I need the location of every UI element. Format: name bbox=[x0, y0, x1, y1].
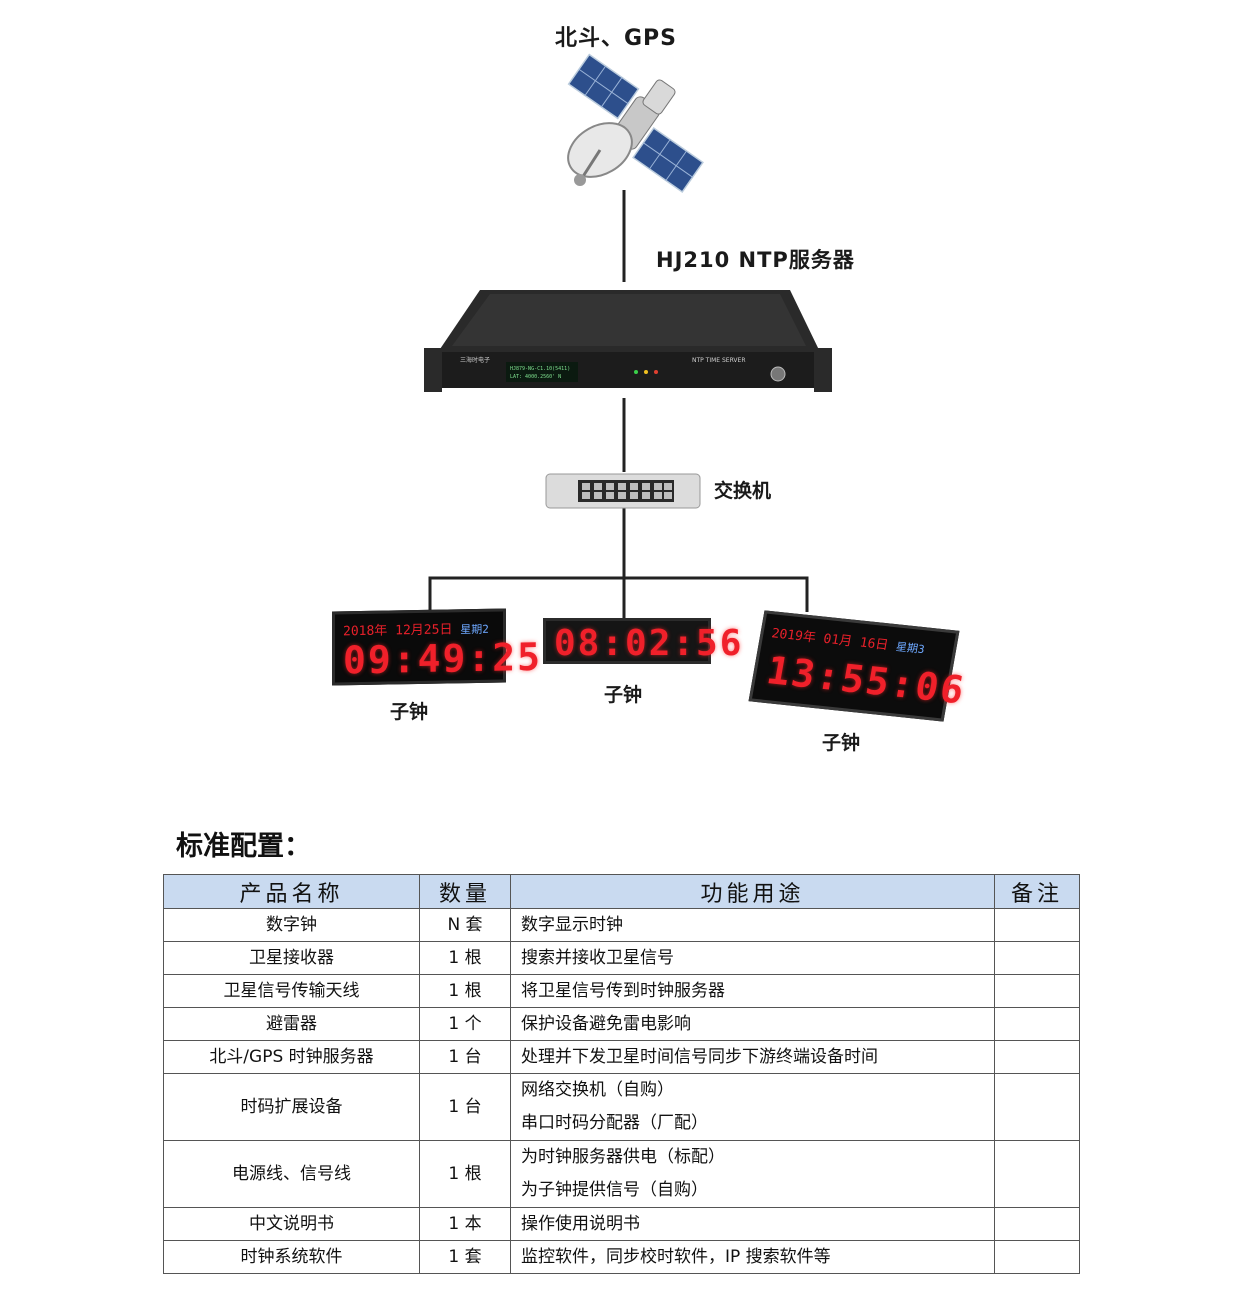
clock-2: 08:02:56 bbox=[543, 618, 741, 664]
cell-note bbox=[994, 974, 1080, 1008]
clock-1-time: 09:49:25 bbox=[343, 634, 543, 683]
cell-name: 中文说明书 bbox=[163, 1207, 420, 1241]
func-line: 搜索并接收卫星信号 bbox=[521, 948, 674, 968]
func-line: 为时钟服务器供电（标配） bbox=[521, 1147, 725, 1167]
func-line: 数字显示时钟 bbox=[521, 915, 623, 935]
svg-text:HJ879-NG-C1.10(5411): HJ879-NG-C1.10(5411) bbox=[510, 366, 570, 372]
cell-note bbox=[994, 1140, 1080, 1208]
cell-func: 操作使用说明书 bbox=[510, 1207, 995, 1241]
switch-icon bbox=[545, 473, 701, 509]
cell-qty: 1 根 bbox=[419, 1140, 511, 1208]
func-line: 串口时码分配器（厂配） bbox=[521, 1113, 708, 1133]
cell-qty: 1 套 bbox=[419, 1240, 511, 1274]
cell-func: 网络交换机（自购） 串口时码分配器（厂配） bbox=[510, 1073, 995, 1141]
cell-func: 将卫星信号传到时钟服务器 bbox=[510, 974, 995, 1008]
cell-name: 北斗/GPS 时钟服务器 bbox=[163, 1040, 420, 1074]
clock-1-weekday: 星期2 bbox=[460, 622, 489, 637]
func-line: 为子钟提供信号（自购） bbox=[521, 1180, 708, 1200]
func-line: 监控软件，同步校时软件，IP 搜索软件等 bbox=[521, 1247, 831, 1267]
cell-note bbox=[994, 1007, 1080, 1041]
svg-text:LAT: 4000.2560' N: LAT: 4000.2560' N bbox=[510, 374, 561, 380]
server-label: HJ210 NTP服务器 bbox=[656, 248, 855, 272]
cell-name: 时钟系统软件 bbox=[163, 1240, 420, 1274]
header-func: 功能用途 bbox=[510, 874, 995, 909]
cell-func: 搜索并接收卫星信号 bbox=[510, 941, 995, 975]
func-line: 保护设备避免雷电影响 bbox=[521, 1014, 691, 1034]
cell-name: 卫星接收器 bbox=[163, 941, 420, 975]
clock-3-weekday: 星期3 bbox=[894, 640, 926, 657]
cell-name: 数字钟 bbox=[163, 908, 420, 942]
cell-note bbox=[994, 1040, 1080, 1074]
func-line: 处理并下发卫星时间信号同步下游终端设备时间 bbox=[521, 1047, 878, 1067]
switch-label: 交换机 bbox=[714, 480, 772, 502]
satellite-label: 北斗、GPS bbox=[555, 26, 678, 51]
cell-qty: 1 个 bbox=[419, 1007, 511, 1041]
cell-qty: 1 根 bbox=[419, 974, 511, 1008]
cell-func: 数字显示时钟 bbox=[510, 908, 995, 942]
ntp-server-icon: HJ879-NG-C1.10(5411) LAT: 4000.2560' N 三… bbox=[424, 290, 832, 392]
cell-name: 卫星信号传输天线 bbox=[163, 974, 420, 1008]
table-header-row: 产品名称 数量 功能用途 备注 bbox=[163, 874, 1080, 909]
branch-line bbox=[428, 576, 809, 612]
cell-note bbox=[994, 1240, 1080, 1274]
func-line: 网络交换机（自购） bbox=[521, 1080, 674, 1100]
header-name: 产品名称 bbox=[163, 874, 420, 909]
clock-2-label: 子钟 bbox=[604, 684, 643, 706]
func-line: 将卫星信号传到时钟服务器 bbox=[521, 981, 725, 1001]
connection-lines bbox=[428, 190, 809, 620]
svg-text:三海时电子: 三海时电子 bbox=[460, 356, 490, 364]
func-line: 操作使用说明书 bbox=[521, 1214, 640, 1234]
header-qty: 数量 bbox=[419, 874, 511, 909]
clock-3-label: 子钟 bbox=[822, 732, 861, 754]
cell-func: 处理并下发卫星时间信号同步下游终端设备时间 bbox=[510, 1040, 995, 1074]
clock-3-time: 13:55:06 bbox=[763, 648, 969, 713]
cell-note bbox=[994, 1073, 1080, 1141]
cell-qty: 1 台 bbox=[419, 1040, 511, 1074]
cell-func: 为时钟服务器供电（标配） 为子钟提供信号（自购） bbox=[510, 1140, 995, 1208]
clock-2-time: 08:02:56 bbox=[554, 623, 744, 664]
topology-diagram: HJ879-NG-C1.10(5411) LAT: 4000.2560' N 三… bbox=[424, 53, 832, 620]
cell-note bbox=[994, 941, 1080, 975]
clock-1-label: 子钟 bbox=[390, 701, 429, 723]
cell-name: 避雷器 bbox=[163, 1007, 420, 1041]
cell-name: 电源线、信号线 bbox=[163, 1140, 420, 1208]
cell-func: 监控软件，同步校时软件，IP 搜索软件等 bbox=[510, 1240, 995, 1274]
cell-name: 时码扩展设备 bbox=[163, 1073, 420, 1141]
cell-note bbox=[994, 1207, 1080, 1241]
cell-qty: 1 本 bbox=[419, 1207, 511, 1241]
cell-qty: N 套 bbox=[419, 908, 511, 942]
clock-1: 2018年 12月25日 星期2 09:49:25 bbox=[332, 608, 542, 686]
cell-note bbox=[994, 908, 1080, 942]
cell-qty: 1 台 bbox=[419, 1073, 511, 1141]
header-note: 备注 bbox=[994, 874, 1080, 909]
cell-func: 保护设备避免雷电影响 bbox=[510, 1007, 995, 1041]
svg-text:NTP TIME SERVER: NTP TIME SERVER bbox=[692, 357, 746, 364]
cell-qty: 1 根 bbox=[419, 941, 511, 975]
table-title: 标准配置： bbox=[176, 831, 311, 862]
satellite-icon bbox=[567, 53, 704, 193]
